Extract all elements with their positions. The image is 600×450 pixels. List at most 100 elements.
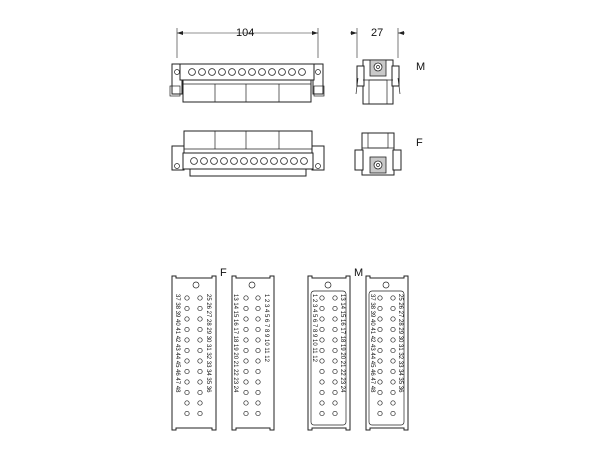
dimension-27-label: 27 [371, 27, 383, 39]
contact-pin [243, 326, 249, 333]
female-face-label: F [220, 267, 227, 279]
contact-pin [390, 358, 396, 364]
contact-pin [377, 337, 383, 343]
male-face-right [365, 275, 409, 431]
female-right-numbers: 1 2 3 4 5 6 7 8 9 10 11 12 13 14 15 16 1… [232, 294, 269, 393]
female-left-numbers: 25 26 27 28 29 30 31 32 33 34 35 36 37 3… [174, 294, 211, 393]
contact-pin [184, 326, 190, 333]
contact-pin [377, 368, 383, 375]
male-side-pin-row [188, 68, 306, 76]
side-pin [240, 157, 248, 165]
contact-pin [255, 400, 261, 406]
dimension-104-label: 104 [236, 27, 254, 39]
contact-pin [197, 326, 203, 333]
side-pin [228, 68, 236, 76]
pin-number-column: 1 2 3 4 5 6 7 8 9 10 11 12 [263, 294, 269, 363]
contact-pin [197, 389, 203, 396]
female-insert-end-view [354, 132, 402, 176]
contact-pin [390, 410, 396, 417]
contact-pin [332, 400, 338, 406]
pin-number-column: 13 14 15 16 17 18 19 20 21 22 23 24 [339, 294, 345, 393]
side-pin [298, 68, 306, 76]
contact-pin [390, 347, 396, 354]
dimension-27: 27 [350, 27, 405, 58]
contact-pin [184, 389, 190, 396]
pin-number-column: 13 14 15 16 17 18 19 20 21 22 23 24 [232, 294, 238, 393]
contact-pin [377, 295, 383, 301]
contact-pin [377, 358, 383, 364]
contact-pin [390, 400, 396, 406]
contact-pin [377, 347, 383, 354]
male-left-numbers: 13 14 15 16 17 18 19 20 21 22 23 24 1 2 … [311, 294, 345, 393]
contact-pin [390, 305, 396, 312]
contact-pin [243, 305, 249, 312]
contact-pin [390, 389, 396, 396]
contact-pin [255, 316, 261, 322]
contact-pin [197, 337, 203, 343]
contact-pin [184, 358, 190, 364]
contact-pin [319, 295, 325, 301]
contact-pin [390, 379, 396, 385]
pin-number-column: 25 26 27 28 29 30 31 32 33 34 35 36 [397, 294, 403, 393]
contact-pin [243, 347, 249, 354]
contact-pin [377, 410, 383, 417]
male-left-contacts [319, 295, 338, 417]
side-pin [250, 157, 258, 165]
contact-pin [319, 410, 325, 417]
female-insert-side-view [171, 130, 325, 177]
female-right-contacts [243, 295, 261, 417]
side-pin [248, 68, 256, 76]
contact-pin [197, 400, 203, 406]
side-pin [270, 157, 278, 165]
side-pin [268, 68, 276, 76]
contact-pin [197, 410, 203, 417]
side-pin [190, 157, 198, 165]
contact-pin [255, 358, 261, 364]
side-pin [288, 68, 296, 76]
contact-pin [377, 316, 383, 322]
contact-pin [243, 379, 249, 385]
side-pin [300, 157, 308, 165]
contact-pin [377, 389, 383, 396]
contact-pin [255, 368, 261, 375]
contact-pin [319, 389, 325, 396]
contact-pin [332, 305, 338, 312]
contact-pin [184, 410, 190, 417]
contact-pin [184, 316, 190, 322]
side-pin [290, 157, 298, 165]
side-pin [208, 68, 216, 76]
contact-pin [319, 305, 325, 312]
contact-pin [255, 305, 261, 312]
contact-pin [377, 326, 383, 333]
contact-pin [197, 295, 203, 301]
contact-pin [243, 358, 249, 364]
contact-pin [332, 347, 338, 354]
contact-pin [255, 410, 261, 417]
male-face-left [307, 275, 351, 431]
side-pin [218, 68, 226, 76]
contact-pin [332, 337, 338, 343]
side-pin [188, 68, 196, 76]
contact-pin [184, 337, 190, 343]
contact-pin [390, 337, 396, 343]
contact-pin [243, 400, 249, 406]
contact-pin [390, 316, 396, 322]
dimension-104: 104 [176, 27, 319, 58]
side-pin [230, 157, 238, 165]
pin-number-column: 1 2 3 4 5 6 7 8 9 10 11 12 [311, 294, 317, 363]
contact-pin [390, 368, 396, 375]
contact-pin [319, 358, 325, 364]
female-left-contacts [184, 295, 203, 417]
side-pin [198, 68, 206, 76]
contact-pin [197, 347, 203, 354]
contact-pin [255, 347, 261, 354]
contact-pin [197, 305, 203, 312]
contact-pin [243, 410, 249, 417]
contact-pin [319, 316, 325, 322]
female-face-right [231, 275, 275, 431]
contact-pin [197, 358, 203, 364]
male-right-contacts [377, 295, 396, 417]
contact-pin [184, 305, 190, 312]
contact-pin [332, 358, 338, 364]
